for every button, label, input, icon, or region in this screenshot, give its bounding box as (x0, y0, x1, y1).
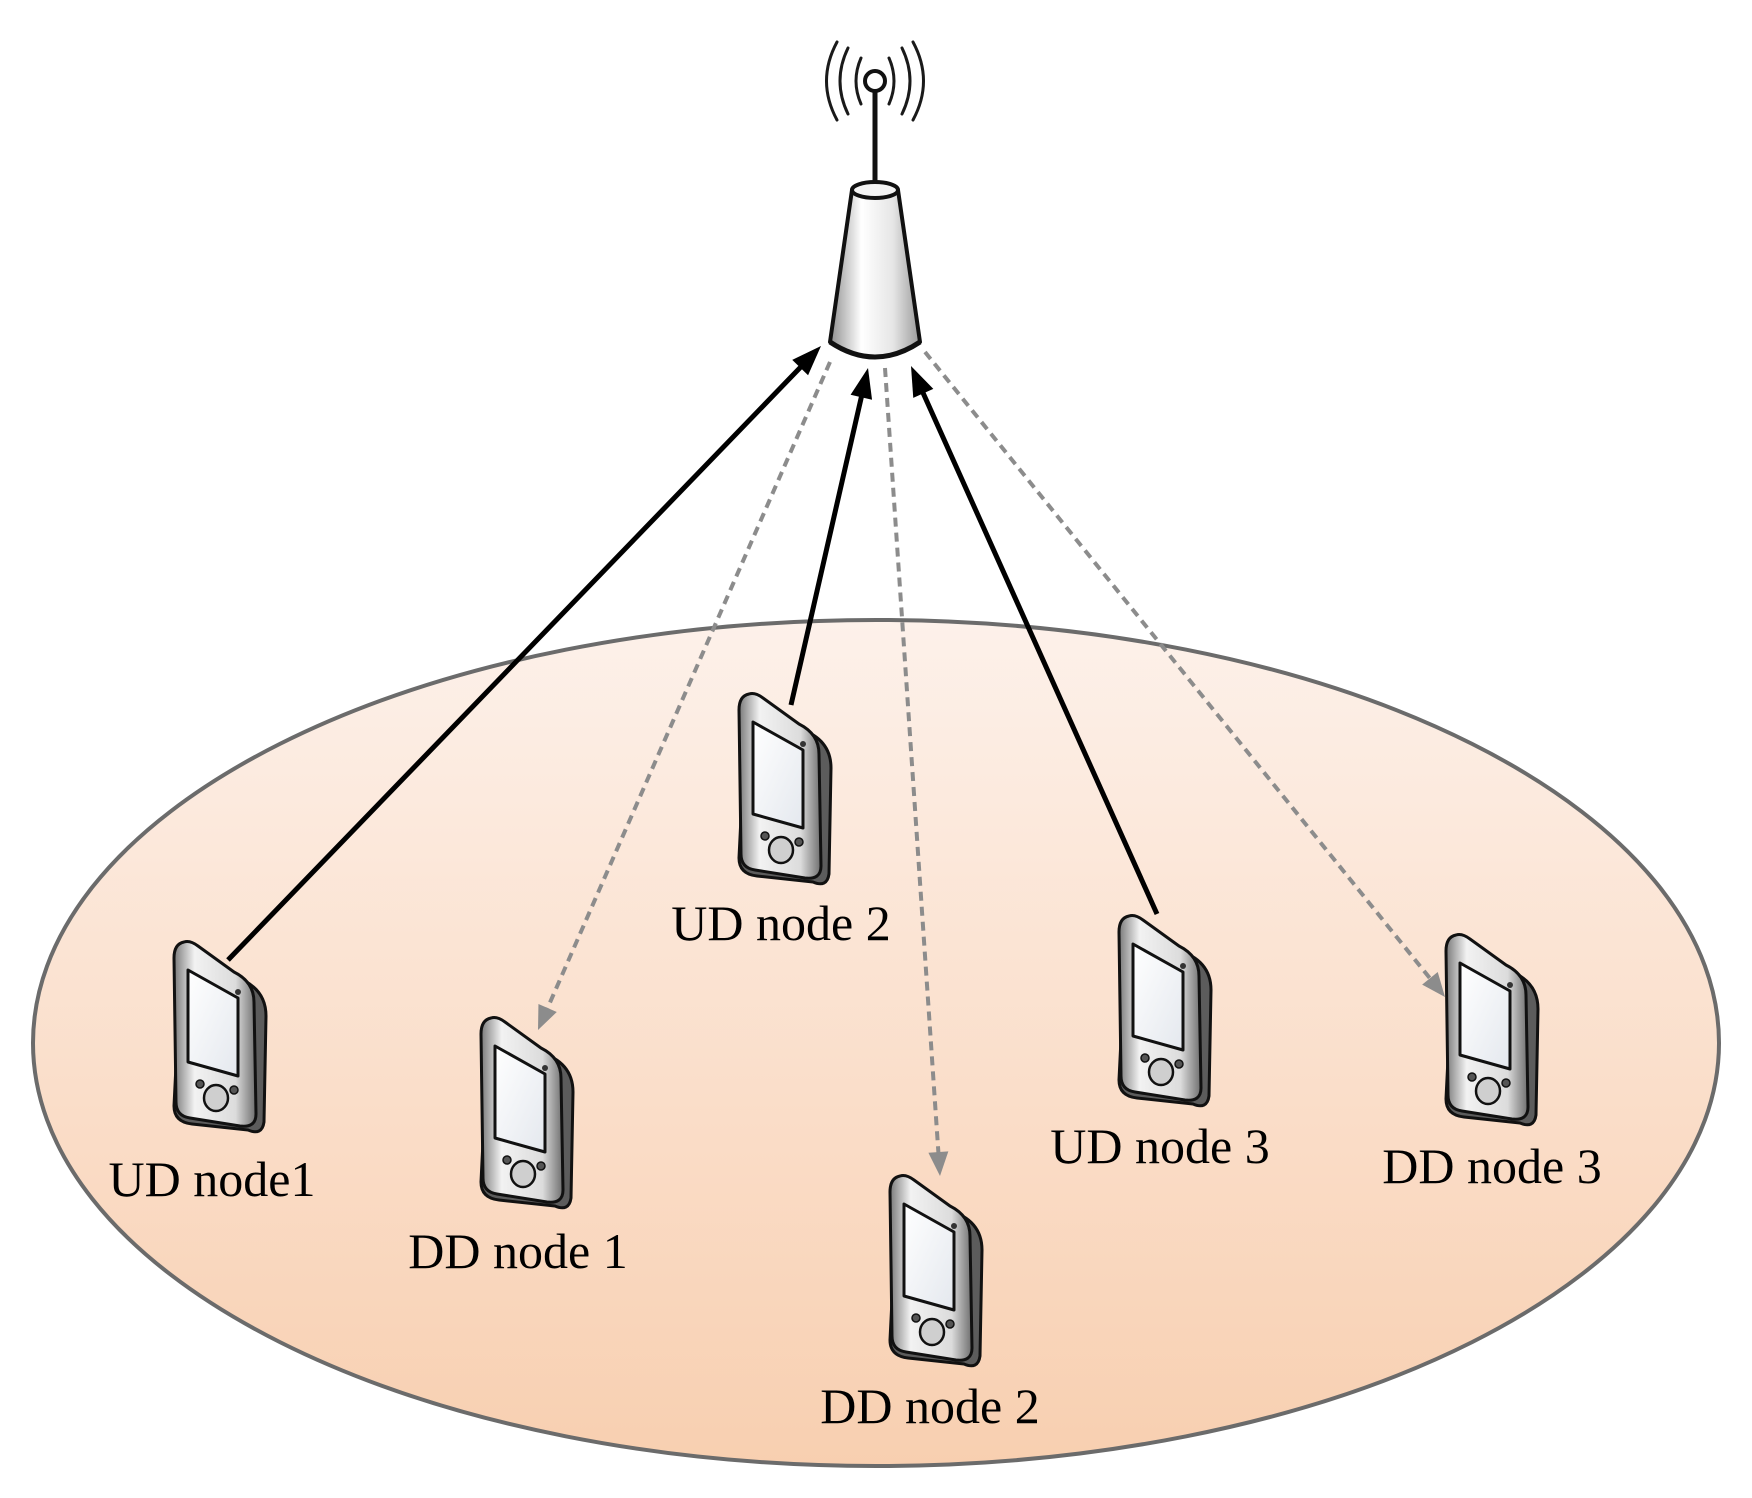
radio-wave-icon (825, 40, 925, 122)
device-ud2: UD node 2 (671, 692, 891, 951)
uplink-arrow-ud3 (911, 366, 1160, 916)
device-dd3: DD node 3 (1382, 933, 1602, 1194)
device-ud3: UD node 3 (1050, 914, 1270, 1174)
node-label-ud1: UD node1 (109, 1151, 316, 1207)
node-label-ud3: UD node 3 (1050, 1118, 1269, 1174)
node-label-dd1: DD node 1 (408, 1223, 627, 1279)
node-label-dd3: DD node 3 (1382, 1138, 1601, 1194)
links-layer (226, 346, 1445, 1176)
device-dd1: DD node 1 (408, 1016, 628, 1279)
downlink-arrow-dd2 (883, 367, 949, 1176)
devices-layer: UD node1 DD node 1 UD node 2 DD node 2 U… (109, 692, 1602, 1434)
uplink-arrow-ud1 (226, 346, 821, 962)
base-station-tower-icon (825, 40, 925, 360)
device-dd2: DD node 2 (820, 1174, 1040, 1434)
coverage-area (31, 618, 1721, 1468)
downlink-arrow-dd1 (538, 361, 832, 1030)
node-label-ud2: UD node 2 (671, 895, 890, 951)
node-label-dd2: DD node 2 (820, 1378, 1039, 1434)
device-ud1: UD node1 (109, 940, 316, 1207)
downlink-arrow-dd3 (923, 350, 1445, 997)
uplink-arrow-ud2 (788, 368, 873, 706)
